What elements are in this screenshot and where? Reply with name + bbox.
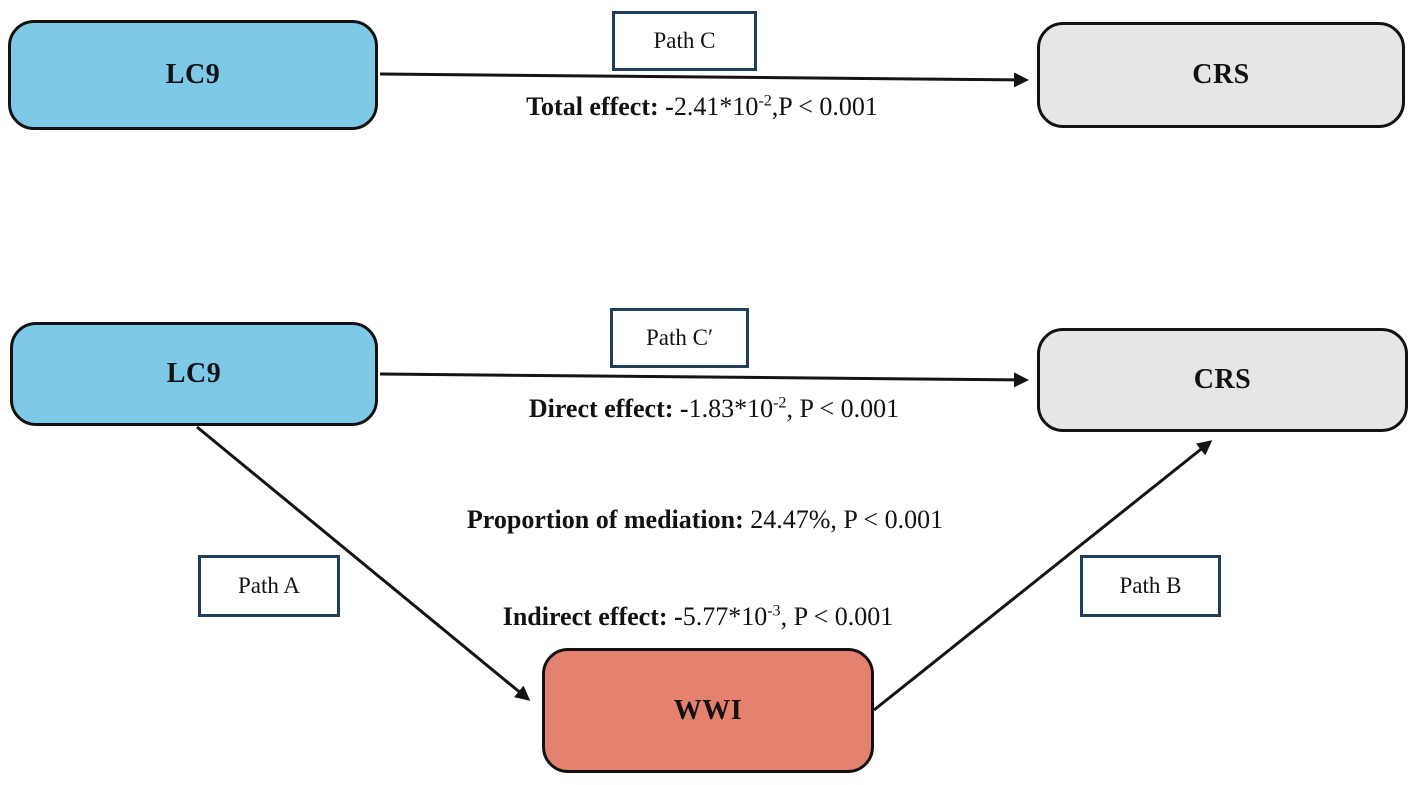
direct-effect-value: 1.83*10 (688, 394, 774, 423)
total-effect-label: Total effect: - (526, 92, 674, 121)
indirect-effect-pvalue: , P < 0.001 (780, 602, 894, 631)
path-b-label-box: Path B (1080, 555, 1221, 617)
proportion-of-mediation-text: Proportion of mediation: 24.47%, P < 0.0… (467, 504, 943, 536)
indirect-effect-text: Indirect effect: -5.77*10-3, P < 0.001 (503, 601, 894, 633)
outcome-node-crs-mediation: CRS (1037, 328, 1408, 432)
direct-effect-exponent: -2 (773, 394, 787, 412)
path-a-label-box: Path A (198, 555, 340, 617)
mediator-node-wwi: WWI (542, 648, 874, 773)
arrow-path-c-prime (379, 372, 1029, 388)
path-c-prime-label-box: Path C′ (610, 308, 749, 368)
arrow-path-c (379, 72, 1029, 88)
direct-effect-text: Direct effect: -1.83*10-2, P < 0.001 (529, 393, 899, 425)
total-effect-exponent: -2 (758, 92, 772, 110)
exposure-node-lc9-total: LC9 (8, 20, 378, 130)
indirect-effect-value: 5.77*10 (682, 602, 768, 631)
proportion-label: Proportion of mediation: (466, 505, 744, 534)
total-effect-text: Total effect: -2.41*10-2,P < 0.001 (526, 91, 878, 123)
direct-effect-label: Direct effect: - (528, 394, 689, 423)
total-effect-value: 2.41*10 (673, 92, 759, 121)
exposure-node-lc9-mediation: LC9 (10, 322, 378, 426)
outcome-node-crs-total: CRS (1037, 22, 1405, 128)
path-c-label-box: Path C (612, 11, 757, 71)
total-effect-pvalue: ,P < 0.001 (771, 92, 878, 121)
indirect-effect-label: Indirect effect: - (502, 602, 683, 631)
proportion-value: 24.47%, P < 0.001 (743, 505, 944, 534)
direct-effect-pvalue: , P < 0.001 (786, 394, 900, 423)
indirect-effect-exponent: -3 (767, 602, 781, 620)
